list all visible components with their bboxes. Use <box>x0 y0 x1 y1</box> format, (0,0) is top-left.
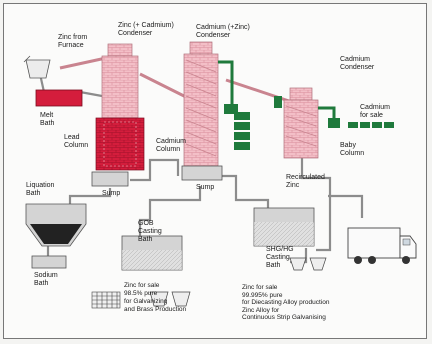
label-cadmium-column: Cadmium Column <box>156 138 186 153</box>
label-baby-column: Baby Column <box>340 142 365 157</box>
liquation-bath <box>25 203 87 247</box>
transfer-furnace-to-left <box>59 56 107 70</box>
shg-hg-casting-bath <box>253 207 315 247</box>
label-cadmium-zinc-condenser: Cadmium (+Zinc) Condenser <box>196 24 250 39</box>
pipe-sump-to-cadmium-column <box>130 158 180 182</box>
cadmium-zinc-condenser-column <box>181 41 223 181</box>
sump-mid-box <box>181 165 223 181</box>
label-sodium-bath: Sodium Bath <box>34 272 58 287</box>
label-sump-mid: Sump <box>196 184 215 191</box>
label-zinc-for-sale-985: Zinc for sale 98.5% pure for Galvanizing… <box>124 282 187 313</box>
label-liquation-bath: Liquation Bath <box>26 182 55 197</box>
furnace-ladle-icon <box>23 55 51 79</box>
pipe-melt-to-column <box>79 90 103 98</box>
cadmium-condenser-column <box>274 87 394 159</box>
label-zinc-for-sale-9995: Zinc for sale 99.995% pure for Diecastin… <box>242 284 330 321</box>
label-zinc-from-furnace: Zinc from Furnace <box>58 34 88 49</box>
gob-casting-bath <box>121 235 183 271</box>
label-melt-bath: Melt Bath <box>40 112 55 127</box>
cadmium-ingot-icon <box>348 122 358 128</box>
label-cadmium-condenser: Cadmium Condenser <box>340 56 375 71</box>
label-lead-column: Lead Column <box>64 134 89 149</box>
truck-icon <box>347 227 417 264</box>
label-recirculated-zinc: Recirculated Zinc <box>286 174 325 189</box>
lead-column <box>95 117 145 171</box>
shg-moulds <box>289 257 327 271</box>
sump-left <box>91 171 129 187</box>
sodium-bath <box>31 255 67 269</box>
zinc-ingot-stack-icon <box>91 291 121 309</box>
pipe-sump-to-shg <box>214 174 270 208</box>
pipe-sump-to-liquation <box>68 188 112 204</box>
pipe-sump-to-gob <box>138 186 202 236</box>
pipe-recirculated-zinc <box>300 158 332 252</box>
pipes <box>38 73 364 264</box>
label-cadmium-for-sale: Cadmium for sale <box>360 104 390 119</box>
zinc-cadmium-condenser-column <box>95 43 145 171</box>
label-shg-hg-casting-bath: SHG/HG Casting Bath <box>266 246 294 269</box>
label-gob-casting-bath: GOB Casting Bath <box>138 220 162 243</box>
label-zinc-cadmium-condenser: Zinc (+ Cadmium) Condenser <box>118 22 174 37</box>
cadmium-zinc-condenser-green <box>218 60 250 150</box>
gob-moulds <box>149 291 191 307</box>
melt-bath <box>35 89 83 107</box>
label-sump-left: Sump <box>102 190 121 197</box>
transfer-pipes <box>59 56 299 106</box>
pipe-to-truck <box>328 194 364 218</box>
